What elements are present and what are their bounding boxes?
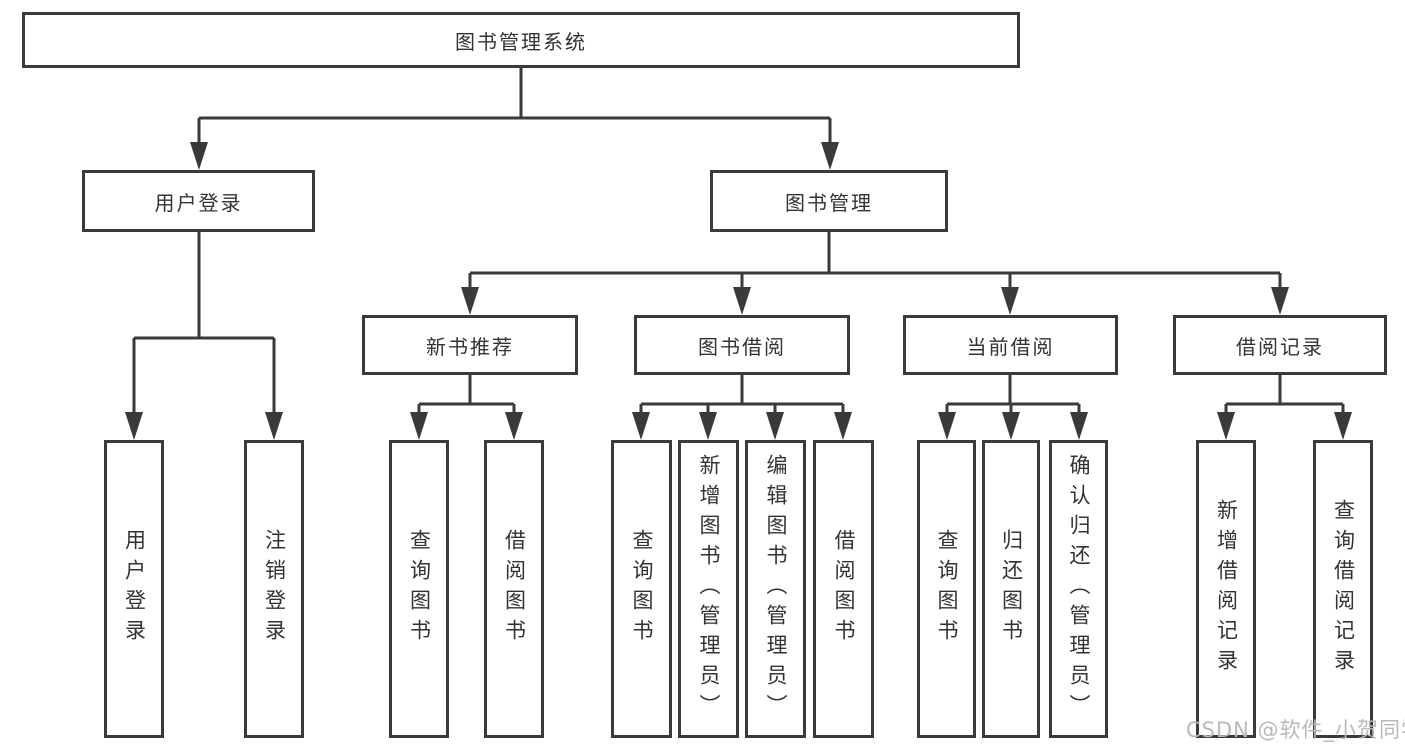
csdn-watermark: CSDN @软件_小贺同学 bbox=[1186, 718, 1405, 742]
leaf-edit-books-admin: 编辑图书（管理员） bbox=[745, 440, 806, 738]
leaf-query-books-borrow: 查询图书 bbox=[611, 440, 672, 738]
leaf-user-login: 用户登录 bbox=[104, 440, 164, 738]
node-new-book-recommendation: 新书推荐 bbox=[362, 315, 578, 375]
leaf-borrow-books-recommend: 借阅图书 bbox=[484, 440, 544, 738]
leaf-borrow-books: 借阅图书 bbox=[813, 440, 874, 738]
node-current-borrowing: 当前借阅 bbox=[903, 315, 1118, 375]
node-book-management-branch: 图书管理 bbox=[710, 170, 948, 232]
leaf-add-borrow-record: 新增借阅记录 bbox=[1196, 440, 1256, 738]
leaf-add-books-admin: 新增图书（管理员） bbox=[678, 440, 739, 738]
leaf-query-books-current: 查询图书 bbox=[917, 440, 976, 738]
leaf-logout: 注销登录 bbox=[244, 440, 304, 738]
leaf-query-borrow-record: 查询借阅记录 bbox=[1313, 440, 1373, 738]
leaf-confirm-return-admin: 确认归还（管理员） bbox=[1049, 440, 1108, 738]
node-user-login-branch: 用户登录 bbox=[82, 170, 315, 232]
leaf-return-books: 归还图书 bbox=[982, 440, 1040, 738]
arrowheads bbox=[125, 142, 1352, 440]
node-library-management-system: 图书管理系统 bbox=[22, 12, 1020, 68]
leaf-query-books-recommend: 查询图书 bbox=[389, 440, 449, 738]
node-borrowing-records: 借阅记录 bbox=[1173, 315, 1387, 375]
node-book-borrowing: 图书借阅 bbox=[634, 315, 850, 375]
